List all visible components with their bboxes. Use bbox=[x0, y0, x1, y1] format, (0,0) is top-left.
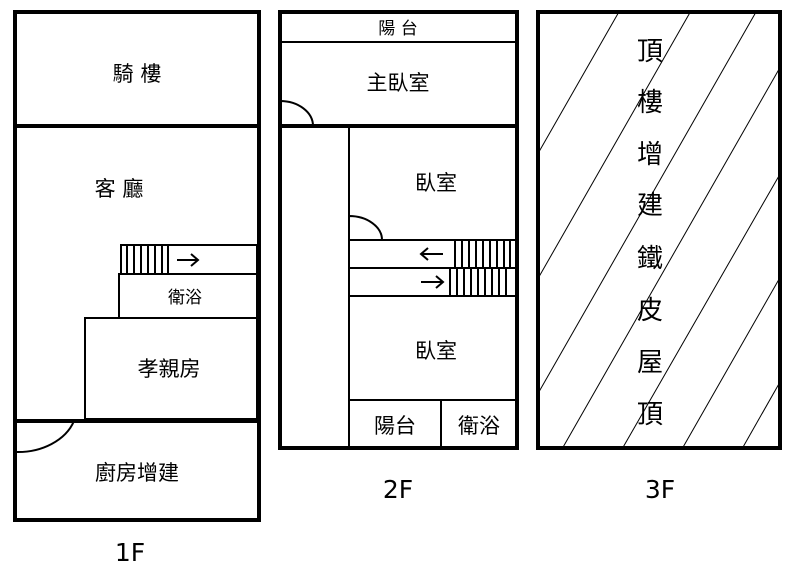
floor-2f-outline bbox=[278, 10, 519, 450]
floor-2f: 陽 台 主臥室 臥室 臥室 陽台 衛浴 2F bbox=[278, 10, 519, 504]
door-swing-bedroom bbox=[348, 214, 383, 241]
roof-hatching bbox=[538, 12, 780, 448]
stair-arrow-1f bbox=[177, 253, 200, 267]
floor-label-2f: 2F bbox=[383, 475, 413, 504]
stair-arrow-left-2f bbox=[419, 247, 443, 261]
room-label-parents: 孝親房 bbox=[138, 357, 201, 381]
roof-note-char-8: 頂 bbox=[637, 400, 663, 430]
room-label-balcony-top: 陽 台 bbox=[378, 19, 417, 39]
room-label-bath-2f: 衛浴 bbox=[458, 414, 500, 438]
floor-1f: 騎 樓 客 廳 衛浴 孝親房 廚房增建 1F bbox=[13, 10, 261, 567]
stair-treads-1f bbox=[126, 245, 169, 274]
roof-note-char-3: 增 bbox=[637, 140, 663, 170]
room-label-master: 主臥室 bbox=[367, 71, 430, 95]
staircase-2f-lower bbox=[348, 267, 518, 297]
room-label-bedroom-1: 臥室 bbox=[415, 171, 457, 195]
roof-note-char-5: 鐵 bbox=[637, 244, 663, 274]
floor-3f-outline bbox=[536, 10, 782, 450]
roof-note-char-6: 皮 bbox=[637, 296, 663, 326]
floor-label-1f: 1F bbox=[115, 538, 145, 567]
floor-1f-outline bbox=[13, 10, 261, 522]
room-label-bedroom-2: 臥室 bbox=[415, 339, 457, 363]
floor-label-3f: 3F bbox=[645, 475, 675, 504]
room-label-balcony-bottom: 陽台 bbox=[374, 414, 416, 438]
roof-note-char-2: 樓 bbox=[637, 88, 663, 118]
floor-3f: 頂 樓 增 建 鐵 皮 屋 頂 3F bbox=[536, 10, 782, 504]
stair-arrow-right-2f bbox=[421, 275, 445, 289]
room-label-arcade: 騎 樓 bbox=[113, 62, 162, 86]
roof-note-char-4: 建 bbox=[637, 191, 663, 221]
roof-note-char-1: 頂 bbox=[637, 37, 663, 67]
parents-room bbox=[84, 317, 258, 420]
stair-treads-2f-upper bbox=[454, 240, 511, 268]
room-label-bath-1f: 衛浴 bbox=[168, 288, 202, 308]
door-swing-kitchen bbox=[14, 420, 75, 454]
stair-treads-2f-lower bbox=[449, 268, 507, 296]
room-label-living: 客 廳 bbox=[95, 177, 144, 201]
door-swing-master bbox=[279, 99, 314, 127]
room-label-kitchen: 廚房增建 bbox=[95, 461, 179, 485]
roof-note-char-7: 屋 bbox=[637, 348, 663, 378]
